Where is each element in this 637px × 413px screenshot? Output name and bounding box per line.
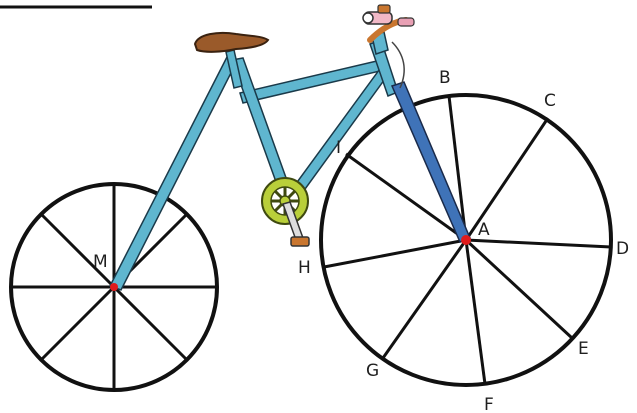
label-g: G [366,361,379,381]
bell-icon [363,5,392,24]
label-h: H [298,258,311,278]
saddle-icon [195,33,268,52]
label-f: F [484,395,494,413]
label-a: A [478,220,490,240]
label-d: D [616,239,629,259]
label-e: E [578,339,589,359]
label-c: C [544,91,556,111]
front-hub-point [461,235,471,245]
label-m: M [93,252,108,272]
chainring-icon [262,178,308,224]
label-b: B [439,68,451,88]
label-i: I [336,138,341,158]
rear-hub-point [110,283,118,291]
